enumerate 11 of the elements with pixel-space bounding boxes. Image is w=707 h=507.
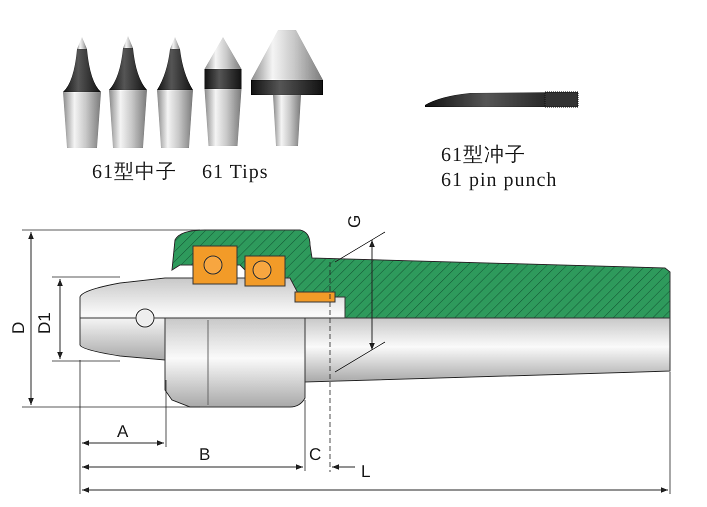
dimension-label: B	[199, 446, 210, 463]
caption: 61型中子	[92, 162, 177, 182]
caption: 61 pin punch	[441, 170, 558, 190]
dimension-label: A	[117, 423, 128, 440]
dimension-label: D	[10, 322, 27, 334]
dimension-label: L	[361, 463, 370, 480]
dimension-label: C	[309, 446, 322, 463]
dimension-label: D1	[36, 312, 53, 334]
caption: 61 Tips	[202, 162, 268, 182]
caption: 61型冲子	[441, 145, 526, 165]
dimension-label: G	[346, 214, 363, 228]
